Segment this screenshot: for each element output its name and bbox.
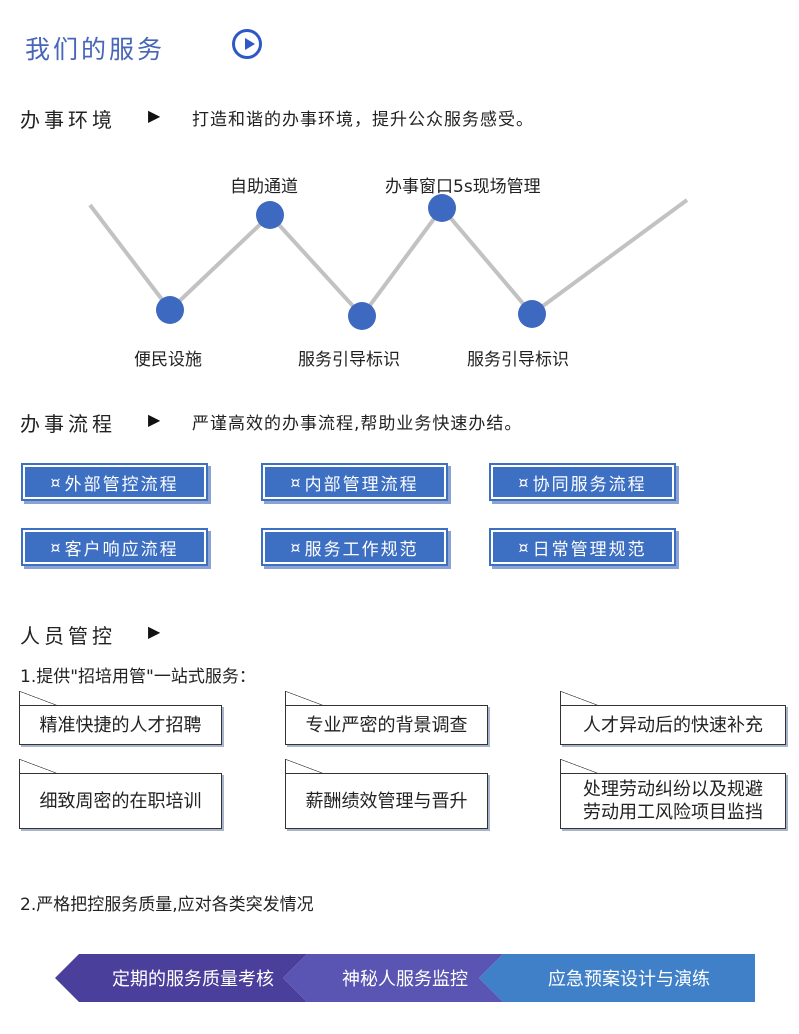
staff-box-training: 细致周密的在职培训 [19,759,222,829]
page-title: 我们的服务 [25,35,166,64]
node-self-service [256,201,284,229]
node-label-guide-1: 服务引导标识 [298,350,400,370]
node-convenience [156,296,184,324]
process-heading: 办事流程 [20,412,116,436]
banner-segment-1-shape [479,954,755,1002]
banner-segment-3-shape [55,954,307,1002]
node-label-convenience: 便民设施 [134,350,202,370]
process-box-external[interactable]: ¤外部管控流程 [21,463,208,501]
quality-item-mystery-shopper: 神秘人服务监控 [342,969,468,990]
staff-box-compensation: 薪酬绩效管理与晋升 [285,759,488,829]
banner-segment-2-shape [283,954,503,1002]
currency-glyph-icon: ¤ [518,472,531,492]
zigzag-line [88,198,689,320]
currency-glyph-icon: ¤ [518,537,531,557]
node-guide-2 [518,300,546,328]
play-arrow-icon: ▶ [148,410,161,429]
process-box-collaborative[interactable]: ¤协同服务流程 [489,463,676,501]
currency-glyph-icon: ¤ [290,472,303,492]
staff-box-replacement: 人才异动后的快速补充 [560,691,786,745]
staff-box-recruit: 精准快捷的人才招聘 [19,691,222,745]
staff-heading: 人员管控 [20,624,116,648]
process-box-customer[interactable]: ¤客户响应流程 [21,528,208,566]
staff-point-2: 2.严格把控服务质量,应对各类突发情况 [20,895,314,915]
node-window-5s [428,194,456,222]
process-box-service-standard[interactable]: ¤服务工作规范 [261,528,448,566]
staff-point-1: 1.提供"招培用管"一站式服务： [20,667,256,687]
banner-shapes [55,954,755,1002]
process-box-internal[interactable]: ¤内部管理流程 [261,463,448,501]
node-label-guide-2: 服务引导标识 [467,350,569,370]
currency-glyph-icon: ¤ [290,537,303,557]
currency-glyph-icon: ¤ [50,472,63,492]
play-arrow-icon: ▶ [148,622,161,641]
node-guide-1 [348,302,376,330]
quality-item-assessment: 定期的服务质量考核 [112,969,274,990]
play-arrow-icon: ▶ [148,106,161,125]
environment-zigzag-diagram [88,194,689,330]
node-label-self-service: 自助通道 [230,177,298,197]
play-circle-icon[interactable] [232,29,262,59]
staff-box-labor-dispute: 处理劳动纠纷以及规避劳动用工风险项目监挡 [560,759,786,829]
currency-glyph-icon: ¤ [50,537,63,557]
process-description: 严谨高效的办事流程,帮助业务快速办结。 [192,414,523,434]
environment-description: 打造和谐的办事环境，提升公众服务感受。 [192,110,534,130]
node-label-window-5s: 办事窗口5s现场管理 [385,177,541,197]
quality-arrow-banner: 定期的服务质量考核 神秘人服务监控 应急预案设计与演练 [55,954,755,1002]
staff-box-background-check: 专业严密的背景调查 [285,691,488,745]
quality-item-emergency-plan: 应急预案设计与演练 [548,969,710,990]
environment-heading: 办事环境 [20,108,116,132]
process-box-daily-standard[interactable]: ¤日常管理规范 [489,528,676,566]
